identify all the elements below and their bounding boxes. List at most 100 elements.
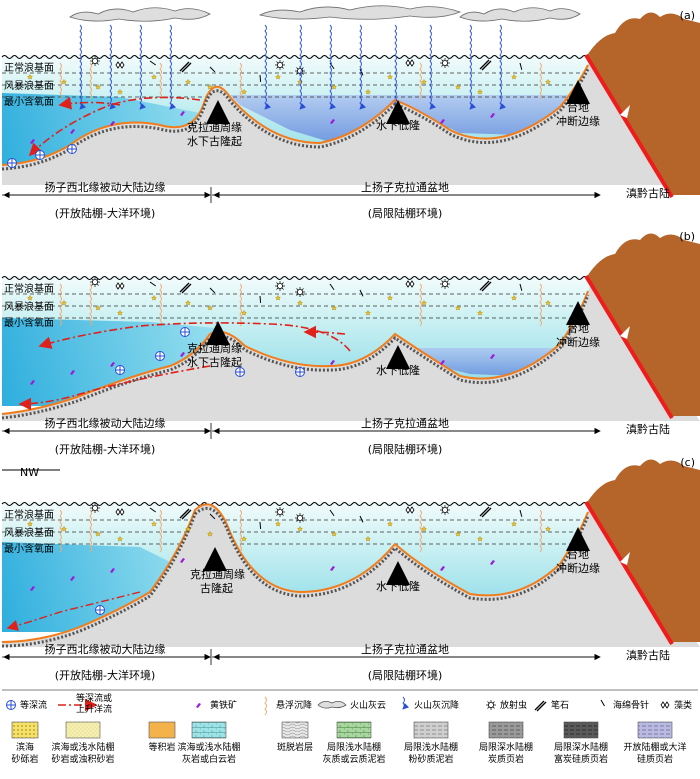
label-mid-env: (局限陆棚环境) <box>368 442 443 456</box>
algae-star-icon <box>544 525 552 532</box>
radiolarian-spine <box>281 287 284 290</box>
pyrite-icon <box>30 586 35 591</box>
radiolarian-spine <box>276 287 279 290</box>
basement-ground <box>2 53 700 185</box>
ash-fall-icon <box>402 696 410 710</box>
legend-item-algae-icon: 藻类 <box>660 699 692 711</box>
ash-fall-icon <box>264 24 272 110</box>
panel-letter: (b) <box>679 230 695 243</box>
deep-current-icon-cross <box>235 367 245 377</box>
algae-star-icon <box>296 78 304 85</box>
sponge-spicule-icon <box>359 68 364 76</box>
suspension-icon <box>419 509 422 553</box>
label-mid-region: 上扬子克拉通盆地 <box>361 416 449 430</box>
fault-arrow-icon <box>620 326 630 339</box>
suspension-icon <box>159 509 162 553</box>
radiolarian-spine <box>96 504 99 507</box>
algae-star-icon <box>420 299 428 306</box>
legend-lithology-4: 斑脱岩层 <box>277 721 313 753</box>
panel-letter: (a) <box>680 9 695 22</box>
legend-label: 上升洋流 <box>76 703 112 715</box>
radiolarian-spine <box>96 62 99 65</box>
algae-star-icon <box>330 530 338 537</box>
algae-star-icon <box>26 73 34 80</box>
algae-icon <box>115 61 125 69</box>
label-low-uplift: 水下低隆 <box>376 579 420 593</box>
sediment-top-surface <box>1 503 589 643</box>
radiolarian-spine <box>281 513 284 516</box>
legend: 等深流等深流或上升洋流黄铁矿悬浮沉降火山灰云火山灰沉降放射虫笔石海绵骨针藻类滨海… <box>2 689 698 765</box>
ash-fall-icon <box>499 24 507 110</box>
radiolarian-icon <box>296 515 303 522</box>
algae-star-icon <box>476 535 484 542</box>
sediment-layers <box>1 294 590 420</box>
radiolarian-spine <box>296 288 299 291</box>
algae-icon <box>405 280 415 288</box>
algae-star-icon <box>116 535 124 542</box>
legend-lithology-label: 滨海 <box>16 741 34 753</box>
radiolarian-icon <box>92 505 99 512</box>
sea-surface-waves <box>1 276 593 280</box>
radiolarian-spine <box>91 283 94 286</box>
legend-lithology-label: 硅质页岩 <box>637 753 673 765</box>
sponge-spicule-icon <box>209 287 216 294</box>
label-platform: 台地 <box>567 547 589 561</box>
radiolarian-spine <box>96 283 99 286</box>
algae-star-icon <box>206 304 214 311</box>
algae-icon <box>115 508 125 516</box>
radiolarian-spine <box>301 72 304 75</box>
legend-label: 等深流 <box>20 699 47 711</box>
label-min-oxygen: 最小含氧面 <box>4 542 54 555</box>
algae-star-icon <box>330 83 338 90</box>
label-min-oxygen: 最小含氧面 <box>4 316 54 329</box>
sediment-layers <box>1 68 590 171</box>
radiolarian-spine <box>446 64 449 67</box>
legend-item-graptolite-icon: 笔石 <box>534 699 569 712</box>
deep-current-icon-cross <box>155 351 165 361</box>
radiolarian-spine <box>301 288 304 291</box>
pyrite-icon <box>440 119 445 124</box>
radiolarian-spine <box>441 285 444 288</box>
sediment-layers <box>1 507 590 648</box>
label-uplift-line2: 水下古隆起 <box>187 355 242 369</box>
algae-star-icon <box>476 88 484 95</box>
algae-star-icon <box>94 304 102 311</box>
algae-star-icon <box>274 73 282 80</box>
ash-fall-icon <box>139 24 147 110</box>
radiolarian-spine <box>441 511 444 514</box>
sediment-top-surface <box>1 290 589 415</box>
radiolarian-spine <box>276 282 279 285</box>
algae-star-icon <box>274 520 282 527</box>
pyrite-icon <box>490 354 495 359</box>
label-thrust-margin: 冲断边缘 <box>556 335 600 349</box>
upwelling-current <box>303 325 346 339</box>
pyrite-icon <box>70 370 75 375</box>
suspension-icon <box>419 62 422 100</box>
legend-swatch <box>413 721 449 739</box>
legend-label: 放射虫 <box>500 699 527 711</box>
label-mid-env: (局限陆棚环境) <box>368 206 443 220</box>
deep-current-icon-cross <box>67 144 77 154</box>
label-right-region: 滇黔古陆 <box>626 422 670 436</box>
label-uplift-line2: 水下古隆起 <box>187 134 242 148</box>
algae-star-icon <box>364 88 372 95</box>
sponge-spicule-icon <box>359 289 364 297</box>
suspension-icon <box>539 283 542 327</box>
label-mid-region: 上扬子克拉通盆地 <box>361 180 449 194</box>
radiolarian-icon <box>276 62 283 69</box>
radiolarian-icon <box>92 279 99 286</box>
sponge-spicule-icon <box>519 283 523 291</box>
label-platform: 台地 <box>567 100 589 114</box>
radiolarian-spine <box>492 701 495 704</box>
legend-lithology-label: 富炭硅质页岩 <box>554 753 608 765</box>
algae-icon <box>405 59 415 67</box>
algae-star-icon <box>184 299 192 306</box>
algae-star-icon <box>116 309 124 316</box>
label-platform: 台地 <box>567 321 589 335</box>
radiolarian-spine <box>276 66 279 69</box>
suspension-icon <box>59 283 62 327</box>
legend-swatch <box>336 721 372 739</box>
